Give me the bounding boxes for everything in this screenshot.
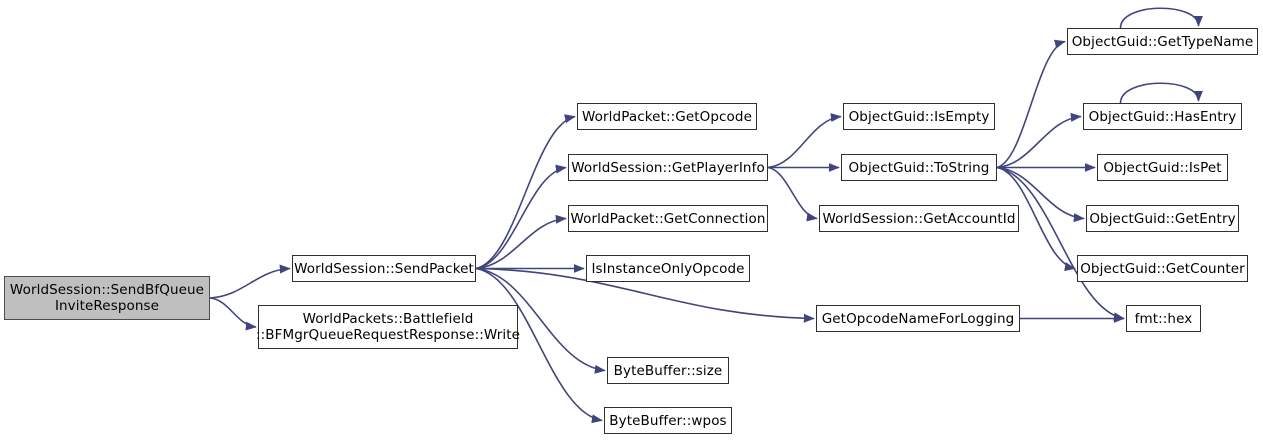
graph-node-label: ObjectGuid::HasEntry — [1088, 108, 1237, 125]
graph-node-label: WorldSession::GetAccountId — [822, 210, 1016, 227]
graph-node-gettypename[interactable]: ObjectGuid::GetTypeName — [1067, 28, 1258, 55]
graph-edge-tostring-to-gettypename — [996, 39, 1066, 169]
graph-node-getentry[interactable]: ObjectGuid::GetEntry — [1086, 205, 1239, 232]
graph-edge-getplayerinfo-to-getaccountid — [767, 166, 818, 222]
graph-node-label: ByteBuffer::size — [613, 362, 723, 379]
graph-node-label: ObjectGuid::GetTypeName — [1071, 33, 1254, 50]
graph-node-label: GetOpcodeNameForLogging — [821, 310, 1015, 327]
graph-node-getopcode[interactable]: WorldPacket::GetOpcode — [577, 103, 757, 130]
graph-node-getcounter[interactable]: ObjectGuid::GetCounter — [1077, 255, 1248, 282]
graph-node-bbsize[interactable]: ByteBuffer::size — [607, 357, 729, 384]
graph-edge-sendpacket-to-getconnection — [475, 214, 567, 270]
graph-edge-sendpacket-to-getplayerinfo — [475, 164, 567, 270]
graph-node-label: fmt::hex — [1134, 310, 1193, 327]
graph-node-label: ByteBuffer::wpos — [609, 412, 727, 429]
graph-node-sendpacket[interactable]: WorldSession::SendPacket — [292, 255, 476, 282]
graph-edge-sendpacket-to-getopcode — [475, 114, 576, 270]
graph-node-opcodename[interactable]: GetOpcodeNameForLogging — [816, 305, 1020, 332]
graph-edge-tostring-to-fmthex — [996, 166, 1125, 322]
graph-node-label: WorldSession::GetPlayerInfo — [571, 159, 765, 176]
graph-node-bbwpos[interactable]: ByteBuffer::wpos — [604, 407, 732, 434]
graph-node-label: WorldPacket::GetConnection — [570, 210, 766, 227]
graph-node-label: ObjectGuid::IsPet — [1103, 159, 1222, 176]
graph-edge-tostring-to-hasentry — [996, 112, 1082, 169]
graph-node-fmthex[interactable]: fmt::hex — [1126, 305, 1201, 332]
graph-edge-gettypename-to-gettypename — [1119, 7, 1203, 29]
graph-node-label: WorldPacket::GetOpcode — [582, 108, 752, 125]
graph-edge-getplayerinfo-to-isempty — [767, 113, 842, 169]
graph-node-label: IsInstanceOnlyOpcode — [591, 260, 745, 277]
graph-node-label: WorldSession::SendPacket — [294, 260, 474, 277]
graph-edge-hasentry-to-hasentry — [1119, 82, 1203, 104]
graph-node-bfwrite[interactable]: WorldPackets::Battlefield::BFMgrQueueReq… — [256, 305, 520, 349]
graph-node-getplayerinfo[interactable]: WorldSession::GetPlayerInfo — [568, 154, 768, 181]
graph-node-isempty[interactable]: ObjectGuid::IsEmpty — [843, 103, 995, 130]
graph-node-getaccountid[interactable]: WorldSession::GetAccountId — [819, 205, 1019, 232]
graph-node-tostring[interactable]: ObjectGuid::ToString — [841, 154, 997, 181]
graph-node-label: ObjectGuid::IsEmpty — [848, 108, 990, 125]
graph-node-label: WorldPackets::Battlefield::BFMgrQueueReq… — [255, 311, 521, 343]
graph-node-label: ObjectGuid::GetCounter — [1080, 260, 1245, 277]
graph-node-label: ObjectGuid::ToString — [848, 159, 990, 176]
graph-node-ispet[interactable]: ObjectGuid::IsPet — [1097, 154, 1228, 181]
graph-node-getconnection[interactable]: WorldPacket::GetConnection — [568, 205, 768, 232]
graph-edge-root-to-sendpacket — [209, 264, 291, 299]
graph-node-isinstanceonly[interactable]: IsInstanceOnlyOpcode — [586, 255, 750, 282]
graph-node-label: ObjectGuid::GetEntry — [1089, 210, 1236, 227]
graph-node-hasentry[interactable]: ObjectGuid::HasEntry — [1083, 103, 1242, 130]
